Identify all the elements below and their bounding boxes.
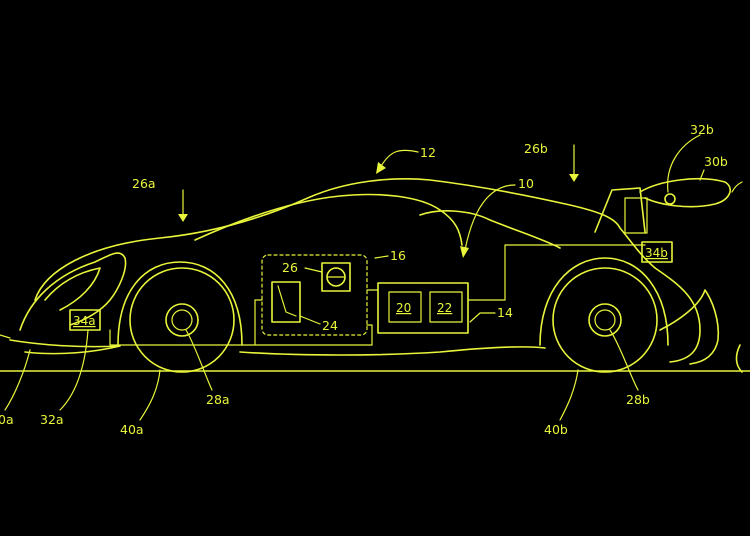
rear-edge [735, 344, 743, 373]
rear-hub-inner [594, 309, 616, 331]
car-body-outline [34, 178, 701, 363]
rear-wing-strut [594, 187, 646, 233]
front-splitter [9, 339, 121, 355]
pedal-icon [277, 285, 297, 317]
unit-b-box [429, 291, 463, 323]
leader-26 [304, 267, 323, 273]
leader-0a [4, 349, 31, 411]
leader-30b [699, 169, 705, 181]
pedal-box [271, 281, 301, 323]
leader-40b [559, 369, 579, 421]
label-34a: 34a [73, 314, 96, 328]
rear-sensor-box [641, 241, 673, 263]
arrowhead-12 [376, 162, 386, 174]
leader-14 [469, 312, 496, 323]
front-intake [44, 267, 101, 311]
label-26a: 26a [132, 176, 156, 191]
wire-cockpit-down [254, 324, 373, 346]
window-line [419, 210, 561, 249]
steering-box [321, 262, 351, 292]
rear-wheel-arch [539, 257, 669, 346]
leader-16 [374, 255, 389, 259]
cockpit-box [261, 254, 368, 336]
steering-wheel-icon [326, 267, 346, 287]
leader-28a [185, 329, 213, 391]
leader-front-arrow [0, 334, 11, 339]
front-hub [165, 303, 199, 337]
leader-rear-arrow [731, 181, 743, 193]
label-30b: 30b [704, 154, 728, 169]
rear-wheel [539, 257, 669, 373]
roof-line [194, 193, 463, 246]
arrowhead-10 [460, 246, 469, 258]
label-16: 16 [390, 248, 406, 263]
unit-a-box [388, 291, 422, 323]
label-40a: 40a [120, 422, 144, 437]
wire-to-rear [467, 244, 641, 301]
leader-28b [609, 329, 639, 391]
leader-32b [667, 134, 701, 193]
label-34b: 34b [645, 246, 668, 260]
label-40b: 40b [544, 422, 568, 437]
leader-12 [379, 149, 419, 169]
front-hub-inner [171, 309, 193, 331]
rear-wing-element [639, 178, 731, 208]
leader-24 [299, 315, 321, 325]
front-wheel-arch [117, 261, 243, 346]
label-12: 12 [420, 145, 436, 160]
label-28a: 28a [206, 392, 230, 407]
control-system-box [377, 282, 469, 334]
arrowhead-26a [178, 214, 188, 222]
rear-wing-mount [624, 197, 648, 234]
label-20: 20 [396, 301, 411, 315]
label-14: 14 [497, 305, 513, 320]
rear-diffuser [659, 289, 720, 365]
front-wheel [117, 261, 243, 373]
front-tire [129, 267, 235, 373]
label-10: 10 [518, 176, 534, 191]
leader-32a [59, 329, 89, 411]
front-fascia [19, 252, 127, 331]
arrowhead-26b [569, 174, 579, 182]
leader-10 [464, 184, 516, 251]
front-sensor-box [69, 309, 101, 331]
rear-hub [588, 303, 622, 337]
label-24: 24 [322, 318, 338, 333]
label-32b: 32b [690, 122, 714, 137]
rear-tire [552, 267, 658, 373]
rear-actuator-joint [664, 193, 676, 205]
leader-40a [139, 369, 161, 421]
label-26b: 26b [524, 141, 548, 156]
label-26: 26 [282, 260, 298, 275]
side-skirt [239, 345, 546, 356]
label-0a: 0a [0, 412, 14, 427]
label-32a: 32a [40, 412, 64, 427]
label-28b: 28b [626, 392, 650, 407]
label-22: 22 [437, 301, 452, 315]
